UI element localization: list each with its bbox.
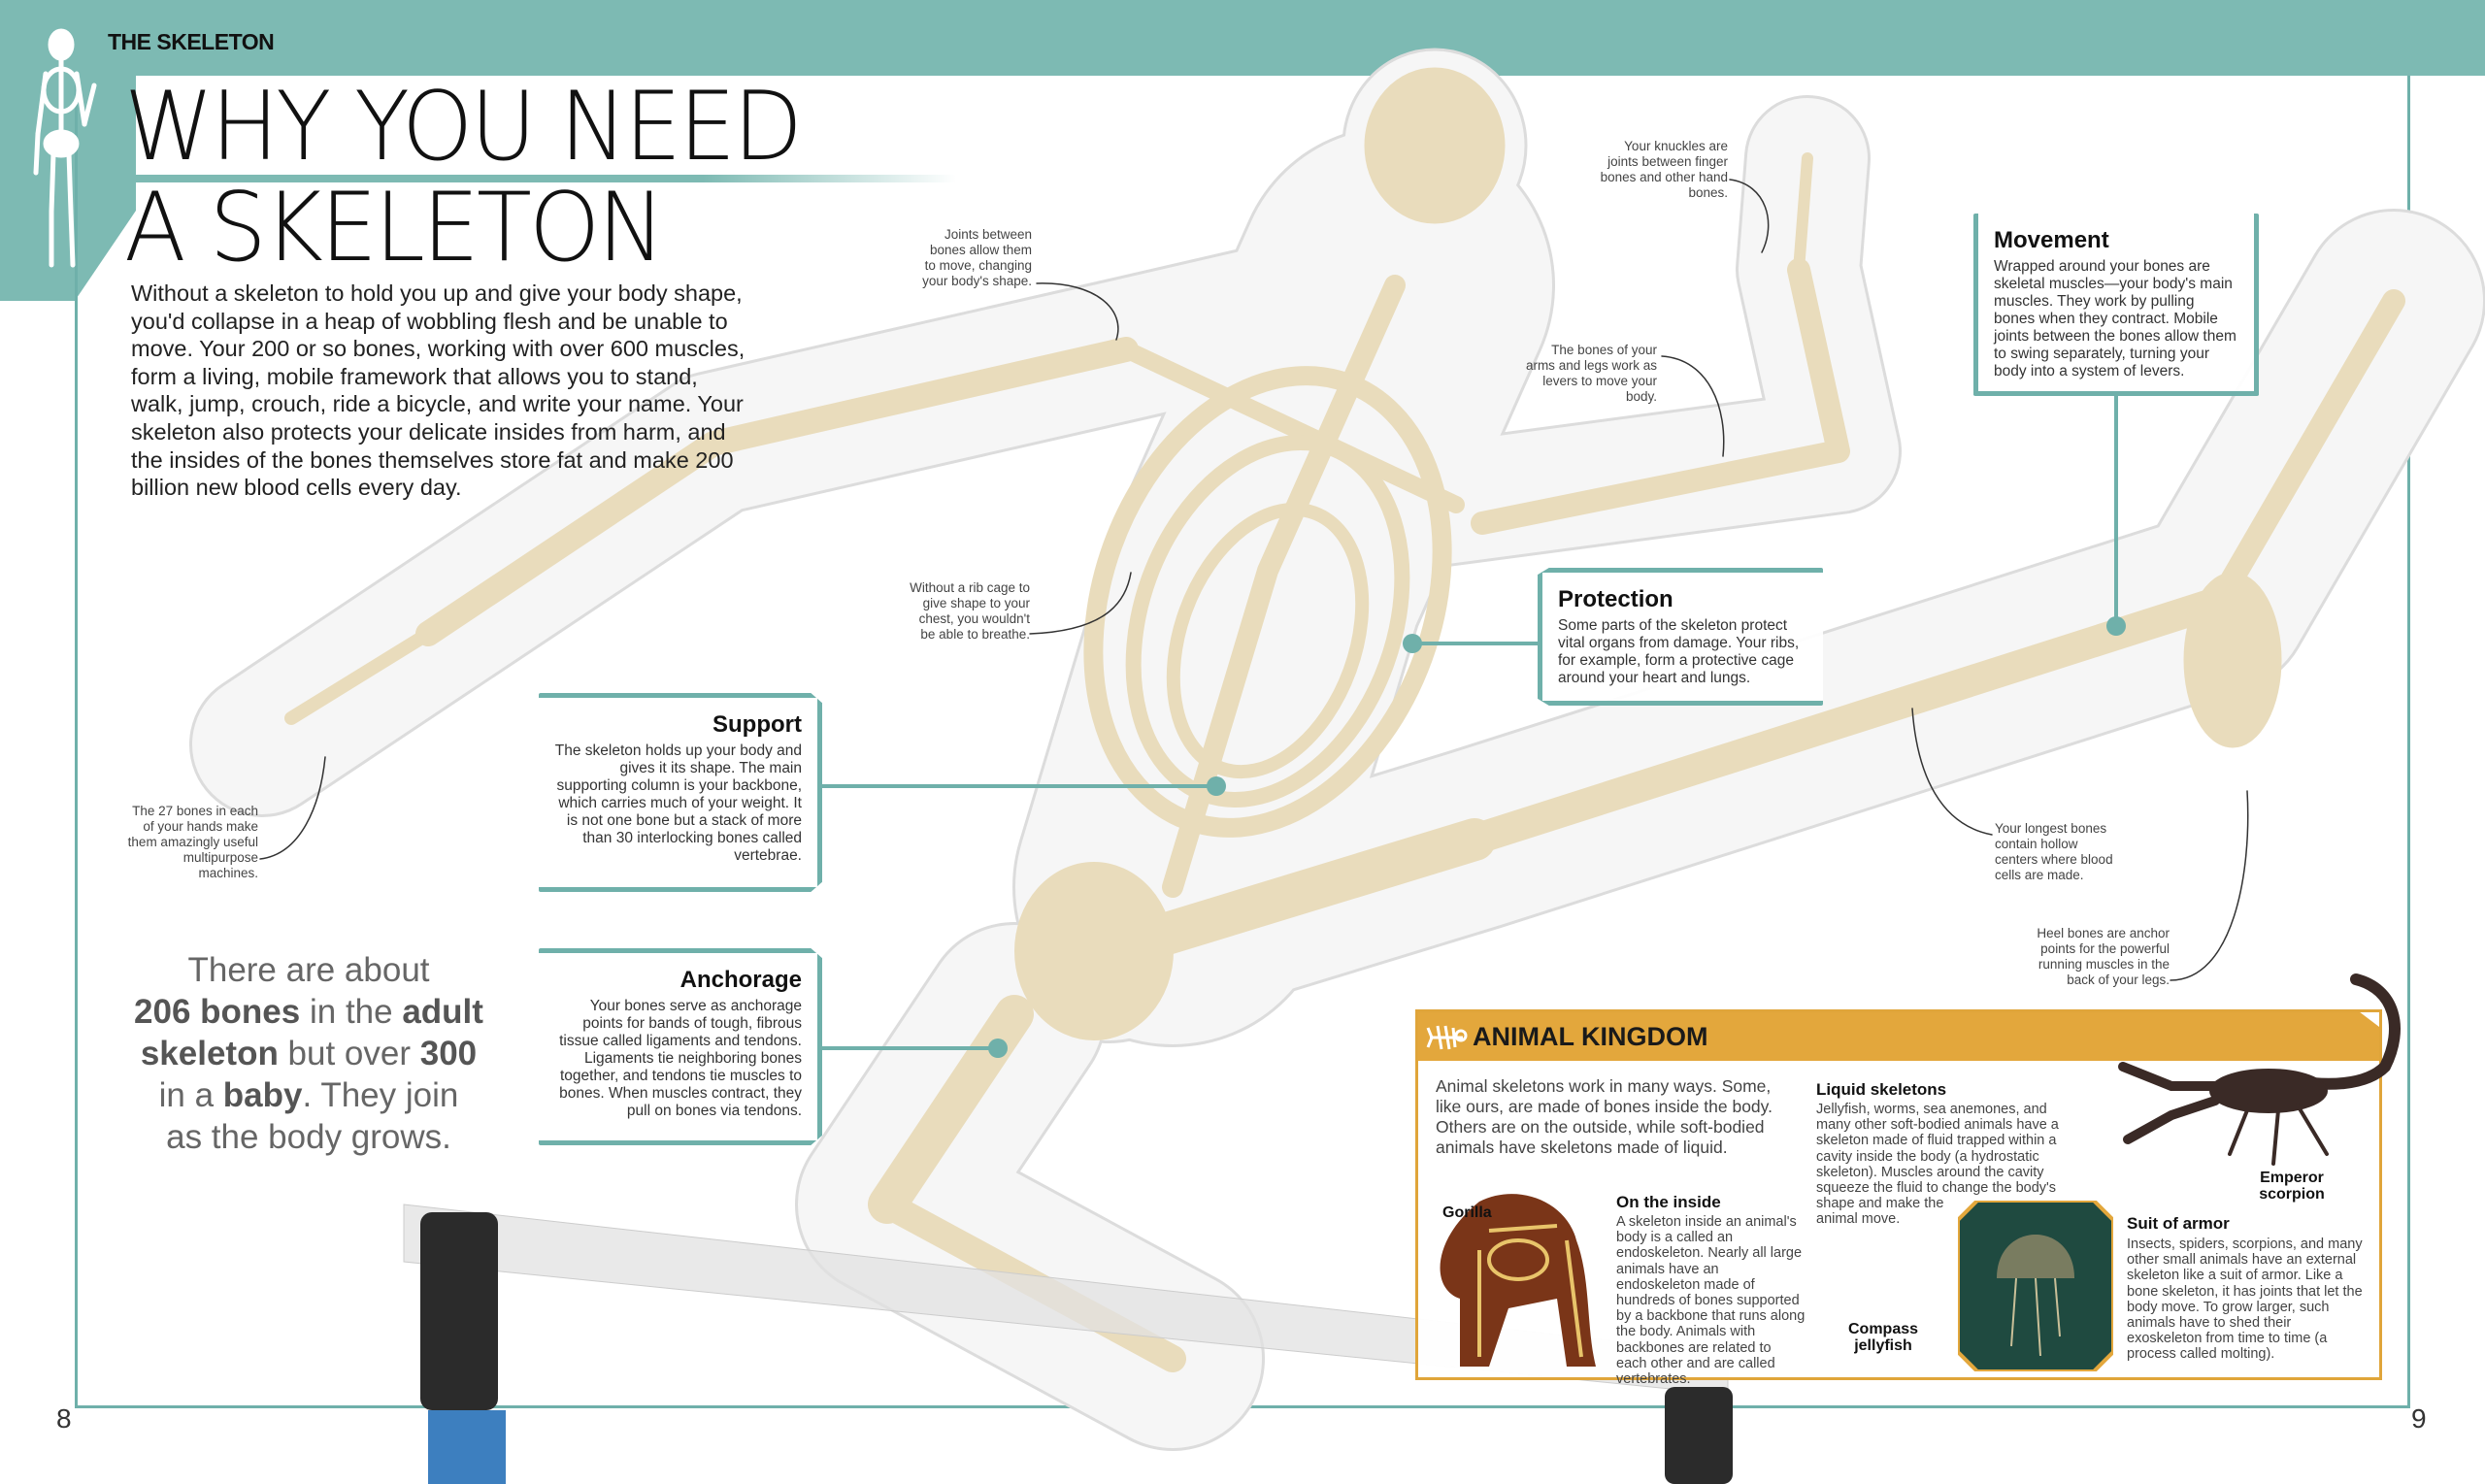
note-ribcage: Without a rib cage to give shape to your… xyxy=(910,580,1030,642)
anchorage-dot xyxy=(988,1039,1008,1058)
note-knuckles: Your knuckles are joints between finger … xyxy=(1600,139,1728,200)
inside-text: A skeleton inside an animal's body is a … xyxy=(1616,1214,1806,1388)
support-connector xyxy=(821,784,1214,788)
note-joints: Joints between bones allow them to move,… xyxy=(922,227,1032,288)
movement-text: Wrapped around your bones are skeletal m… xyxy=(1994,258,2236,379)
liquid-text-wrap: Jellyfish, worms, sea anemones, and many… xyxy=(1816,1102,2061,1383)
anchorage-text: Your bones serve as anchorage points for… xyxy=(559,998,802,1119)
protection-text: Some parts of the skeleton protect vital… xyxy=(1558,617,1800,686)
bone-count-quote: There are about 206 bones in the adult s… xyxy=(105,949,513,1158)
gorilla-label: Gorilla xyxy=(1442,1204,1492,1221)
protection-connector xyxy=(1412,642,1539,645)
quote-bold: adult xyxy=(402,993,483,1031)
liquid-text: Jellyfish, worms, sea anemones, and many… xyxy=(1816,1102,2059,1228)
scorpion-label: Emperor scorpion xyxy=(2259,1170,2325,1203)
gorilla-image xyxy=(1440,1194,1596,1367)
liquid-title: Liquid skeletons xyxy=(1816,1080,1947,1099)
armor-text: Insects, spiders, scorpions, and many ot… xyxy=(2127,1237,2363,1363)
fish-skeleton-icon xyxy=(1426,1025,1468,1050)
hurdle xyxy=(403,1204,1733,1484)
note-longest-bones: Your longest bones contain hollow center… xyxy=(1995,821,2113,882)
quote-bold: 206 bones xyxy=(134,993,301,1031)
armor-title: Suit of armor xyxy=(2127,1214,2230,1233)
movement-connector xyxy=(2114,396,2118,626)
movement-dot xyxy=(2106,616,2126,636)
quote-bold: baby xyxy=(222,1076,303,1114)
header-band xyxy=(0,0,2485,76)
movement-box: Movement Wrapped around your bones are s… xyxy=(1973,214,2259,396)
note-hands: The 27 bones in each of your hands make … xyxy=(127,804,258,880)
page-title-line2: A SKELETON xyxy=(124,173,665,283)
protection-dot xyxy=(1403,634,1422,653)
intro-paragraph: Without a skeleton to hold you up and gi… xyxy=(131,280,746,501)
support-box: Support The skeleton holds up your body … xyxy=(539,693,822,892)
protection-title: Protection xyxy=(1558,586,1673,612)
page-number-right: 9 xyxy=(2411,1403,2427,1434)
skeleton-icon xyxy=(33,28,97,268)
support-text: The skeleton holds up your body and give… xyxy=(554,742,802,864)
anchorage-box: Anchorage Your bones serve as anchorage … xyxy=(539,948,822,1145)
title-rule xyxy=(112,175,956,182)
support-dot xyxy=(1207,776,1226,796)
annotation-arrows xyxy=(259,179,2249,981)
note-heel: Heel bones are anchor points for the pow… xyxy=(2037,926,2170,987)
quote-text: . They join xyxy=(302,1076,459,1114)
quote-text: in a xyxy=(158,1076,223,1114)
inside-title: On the inside xyxy=(1616,1193,1721,1211)
animal-kingdom-title: ANIMAL KINGDOM xyxy=(1473,1022,1708,1051)
support-title: Support xyxy=(712,711,802,738)
page-number-left: 8 xyxy=(56,1403,72,1434)
quote-text: in the xyxy=(300,993,403,1031)
animal-kingdom-panel: ANIMAL KINGDOM Animal skeletons work in … xyxy=(1415,973,2401,1387)
quote-text: as the body grows. xyxy=(166,1118,451,1156)
animal-kingdom-intro: Animal skeletons work in many ways. Some… xyxy=(1436,1076,1773,1157)
note-levers: The bones of your arms and legs work as … xyxy=(1525,343,1657,404)
animal-kingdom-header xyxy=(1418,1012,2379,1061)
protection-box: Protection Some parts of the skeleton pr… xyxy=(1538,568,1823,706)
jellyfish-image xyxy=(1958,1201,2113,1371)
jellyfish-label: Compass jellyfish xyxy=(1847,1321,1919,1354)
quote-bold: 300 xyxy=(419,1035,478,1072)
quote-text: There are about xyxy=(187,951,430,989)
anchorage-title: Anchorage xyxy=(679,967,802,993)
movement-title: Movement xyxy=(1994,227,2109,253)
section-label: THE SKELETON xyxy=(108,29,275,54)
anchorage-connector xyxy=(821,1046,996,1050)
page-title-line1: WHY YOU NEED xyxy=(124,72,803,182)
scorpion-image xyxy=(2118,973,2401,1166)
quote-text: but over xyxy=(278,1035,420,1072)
quote-bold: skeleton xyxy=(140,1035,279,1072)
